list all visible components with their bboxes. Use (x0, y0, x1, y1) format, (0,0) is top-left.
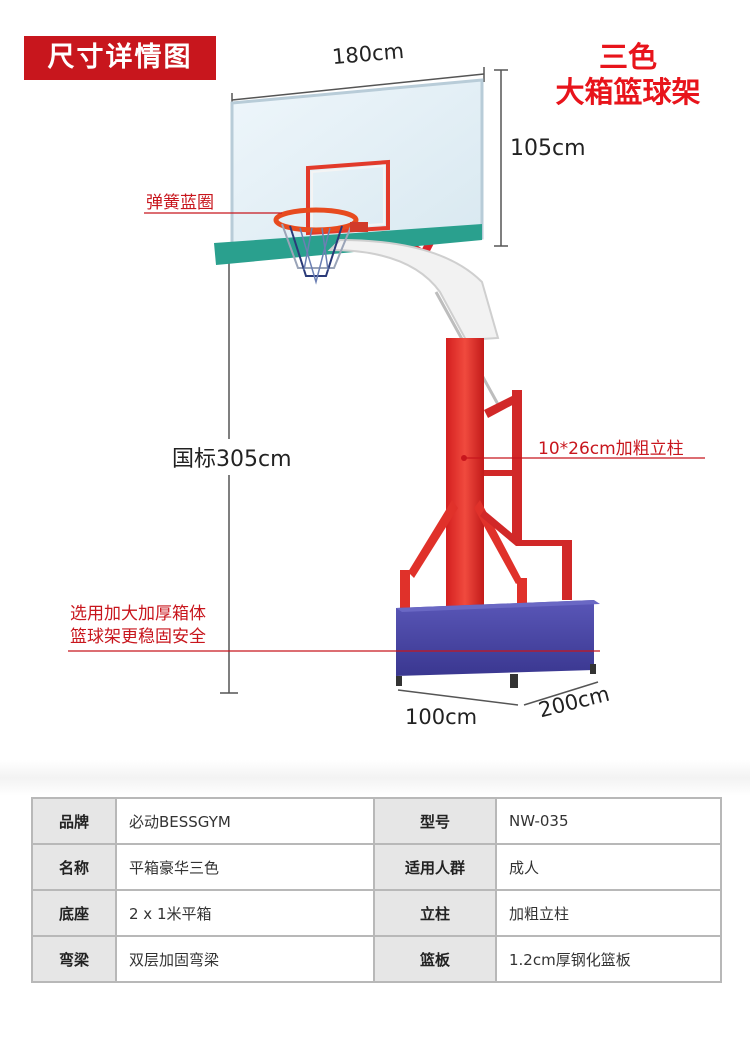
title-line-colors: 三色 (598, 40, 657, 74)
spec-value: 加粗立柱 (495, 889, 722, 937)
spec-key: 适用人群 (373, 843, 497, 891)
spec-key: 品牌 (31, 797, 117, 845)
spec-value: 双层加固弯梁 (115, 935, 375, 983)
table-row: 品牌 必动BESSGYM 型号 NW-035 (31, 797, 722, 845)
spec-value: NW-035 (495, 797, 722, 845)
hoop-height-label: 国标305cm (170, 439, 294, 475)
box-callout: 选用加大加厚箱体 篮球架更稳固安全 (70, 603, 206, 649)
table-row: 名称 平箱豪华三色 适用人群 成人 (31, 843, 722, 891)
spec-value: 平箱豪华三色 (115, 843, 375, 891)
base-length-label: 100cm (405, 705, 478, 729)
table-row: 弯梁 双层加固弯梁 篮板 1.2cm厚钢化篮板 (31, 935, 722, 983)
product-title: 三色 大箱篮球架 (528, 40, 728, 110)
section-divider (0, 760, 750, 796)
spec-key: 型号 (373, 797, 497, 845)
table-row: 底座 2 x 1米平箱 立柱 加粗立柱 (31, 889, 722, 937)
pillar-callout: 10*26cm加粗立柱 (538, 439, 684, 459)
spec-key: 立柱 (373, 889, 497, 937)
product-dimension-diagram: 尺寸详情图 三色 大箱篮球架 180cm 105cm 国标305cm 100cm… (24, 36, 728, 729)
dimension-detail-banner: 尺寸详情图 (24, 36, 216, 80)
box-callout-line1: 选用加大加厚箱体 (70, 604, 206, 624)
spec-value: 1.2cm厚钢化篮板 (495, 935, 722, 983)
board-height-label: 105cm (510, 136, 586, 161)
box-callout-line2: 篮球架更稳固安全 (70, 627, 206, 647)
spec-key: 篮板 (373, 935, 497, 983)
spec-table: 品牌 必动BESSGYM 型号 NW-035 名称 平箱豪华三色 适用人群 成人… (31, 797, 722, 983)
spec-key: 弯梁 (31, 935, 117, 983)
spring-rim-callout: 弹簧蓝圈 (146, 193, 214, 213)
title-line-name: 大箱篮球架 (555, 75, 701, 109)
basketball-stand-illustration (68, 67, 705, 706)
spec-key: 名称 (31, 843, 117, 891)
spec-value: 2 x 1米平箱 (115, 889, 375, 937)
spec-value: 必动BESSGYM (115, 797, 375, 845)
spec-key: 底座 (31, 889, 117, 937)
spec-value: 成人 (495, 843, 722, 891)
